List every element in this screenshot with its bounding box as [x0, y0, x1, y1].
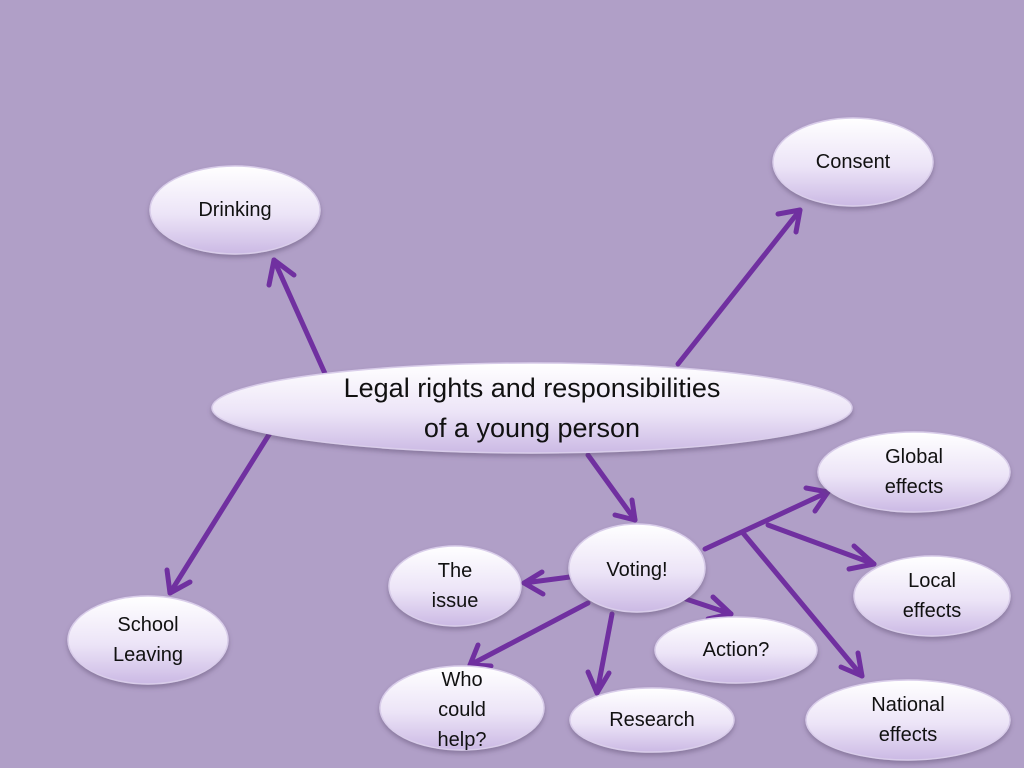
arrow-to-school-leaving: [164, 430, 273, 596]
arrow-to-action: [683, 594, 734, 622]
national-effects-bubble: [805, 679, 1011, 761]
arrow-to-voting: [585, 452, 638, 523]
arrow-to-who-could-help: [467, 600, 591, 669]
global-effects-bubble: [817, 431, 1011, 513]
arrow-to-local-effects: [765, 522, 877, 572]
arrow-to-global-effects: [702, 485, 831, 552]
who-could-help-bubble: [379, 665, 545, 751]
arrow-to-research: [585, 611, 615, 696]
local-effects-bubble: [853, 555, 1011, 637]
voting-bubble: [568, 523, 706, 613]
arrow-to-the-issue: [521, 569, 573, 597]
connector-arrows: [164, 207, 877, 696]
research-bubble: [569, 687, 735, 753]
the-issue-bubble: [388, 545, 522, 627]
action-bubble: [654, 616, 818, 684]
central-topic-bubble: [211, 362, 853, 454]
arrow-to-national-effects: [740, 530, 865, 679]
arrow-to-drinking: [266, 257, 330, 381]
arrow-to-consent: [675, 207, 803, 367]
drinking-bubble: [149, 165, 321, 255]
school-leaving-bubble: [67, 595, 229, 685]
consent-bubble: [772, 117, 934, 207]
